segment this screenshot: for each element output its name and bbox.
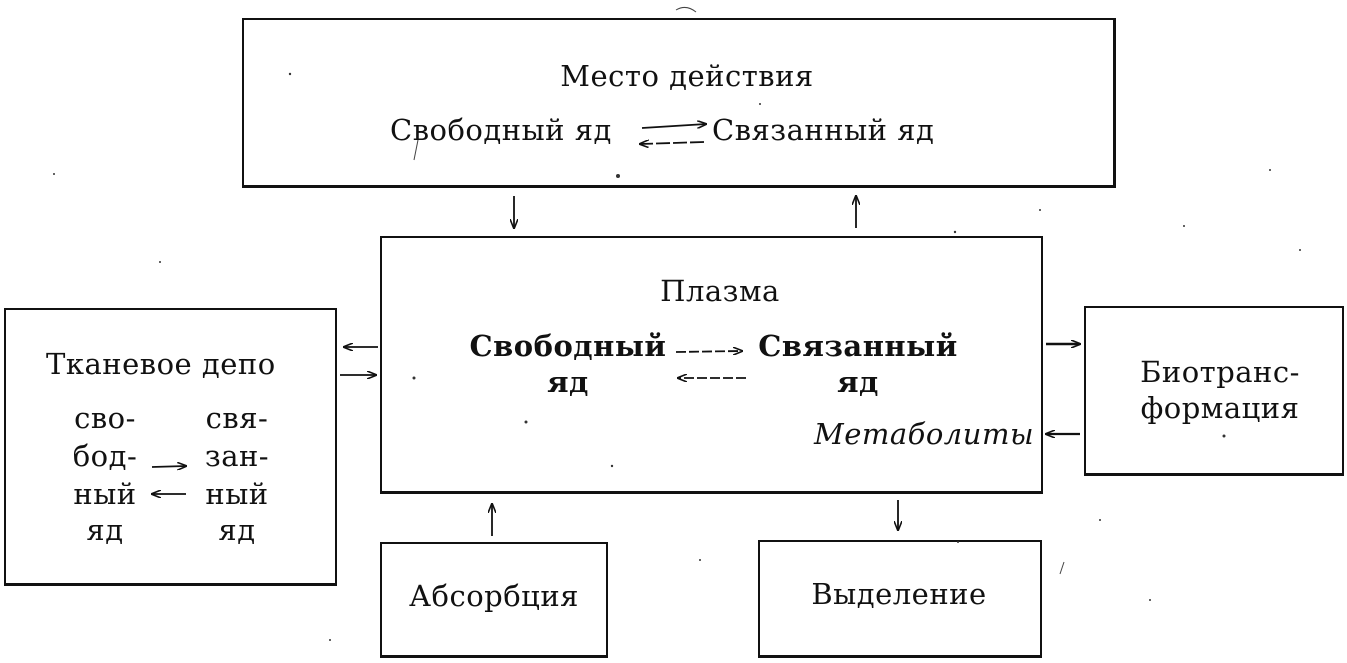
biotransformation-line1: Биотранс-: [1140, 355, 1300, 389]
excretion-box: [758, 540, 1042, 658]
plasma-equilibrium-forward-arrow: [675, 351, 742, 352]
site-of-action-box: [242, 18, 1116, 188]
depot-equilibrium-forward-arrow: [151, 466, 186, 467]
biotransformation-box: [1084, 306, 1344, 476]
site-of-action-title: Место действия: [560, 59, 814, 93]
absorption-box: [380, 542, 608, 658]
site-bound-poison-label: Связанный яд: [712, 113, 935, 147]
depot-bound-line: яд: [218, 513, 256, 547]
depot-free-line: ный: [73, 477, 137, 511]
plasma-bound-line2: яд: [837, 365, 879, 399]
absorption-label: Абсорбция: [409, 579, 579, 613]
depot-bound-line: ный: [205, 477, 269, 511]
plasma-metabolites-label: Метаболиты: [814, 417, 1035, 451]
plasma-box: [380, 236, 1043, 494]
biotransformation-line2: формация: [1140, 391, 1300, 425]
plasma-bound-line1: Связанный: [758, 329, 958, 363]
depot-free-line: бод-: [72, 439, 138, 473]
depot-bound-line: свя-: [205, 401, 269, 435]
excretion-label: Выделение: [811, 577, 987, 611]
site-free-poison-label: Свободный яд: [390, 113, 612, 147]
site-equilibrium-forward-arrow: [641, 124, 706, 129]
depot-free-line: сво-: [74, 401, 136, 435]
depot-bound-line: зан-: [204, 439, 270, 473]
tissue-depot-box: [4, 308, 337, 586]
depot-free-line: яд: [86, 513, 124, 547]
plasma-title: Плазма: [660, 274, 780, 308]
site-equilibrium-back-arrow: [640, 142, 705, 144]
plasma-free-line2: яд: [547, 365, 589, 399]
tissue-depot-title: Тканевое депо: [46, 347, 276, 381]
plasma-free-line1: Свободный: [469, 329, 667, 363]
